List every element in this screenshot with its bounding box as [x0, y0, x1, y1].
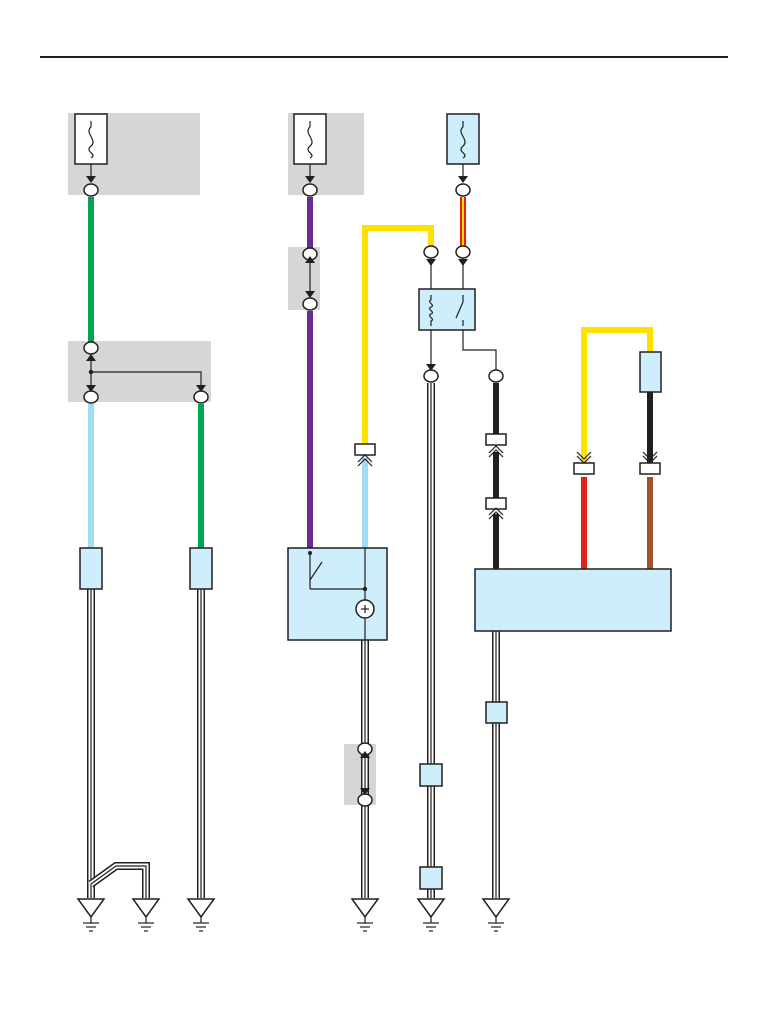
shield-cable-1-branch — [88, 862, 150, 898]
connector-icon — [83, 341, 99, 355]
arrow-icons — [86, 256, 468, 795]
component-box — [485, 701, 508, 724]
component-box — [419, 866, 443, 890]
inline-connector-icon — [354, 443, 376, 467]
connector-icon — [488, 369, 504, 383]
fuse-icon — [293, 113, 327, 183]
connector-icon — [455, 245, 471, 259]
connector-icon — [423, 369, 439, 383]
connector-icon — [193, 390, 209, 404]
connector-icon — [455, 183, 471, 197]
connector-icon — [83, 183, 99, 197]
component-box — [639, 351, 662, 393]
relay-icon — [418, 288, 476, 331]
ground-icon — [131, 898, 161, 932]
connector-icon — [302, 297, 318, 311]
inline-connector-icon — [573, 451, 595, 475]
component-box — [79, 547, 103, 590]
connector-icon — [302, 183, 318, 197]
inline-connector-block-2 — [344, 744, 376, 805]
switch-unit — [287, 547, 388, 641]
component-box — [189, 547, 213, 590]
fuse-icon — [446, 113, 480, 183]
ground-icon — [350, 898, 380, 932]
ground-icon — [416, 898, 446, 932]
ground-icon — [76, 898, 106, 932]
relay-output-line — [462, 325, 497, 370]
switch-icon — [309, 561, 323, 581]
component-box — [419, 763, 443, 787]
connector-icon — [423, 245, 439, 259]
connector-icon — [83, 390, 99, 404]
splice-bar — [91, 371, 202, 385]
inline-connector-icon — [485, 497, 507, 520]
wire-yellow-2 — [581, 327, 653, 463]
control-unit — [474, 568, 672, 632]
ground-icon — [186, 898, 216, 932]
connector-icon — [357, 793, 373, 807]
ground-icon — [481, 898, 511, 932]
wire-yellow-1 — [362, 225, 434, 444]
inline-connector-icon — [639, 451, 661, 475]
inline-connector-icon — [485, 433, 507, 458]
fuse-icon — [74, 113, 108, 183]
